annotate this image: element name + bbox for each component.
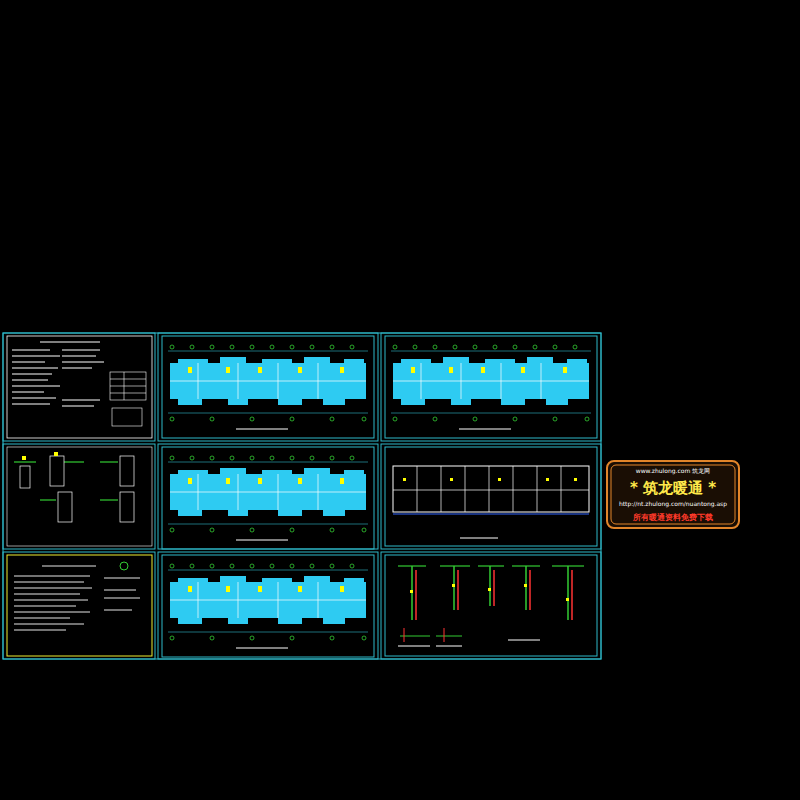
watermark-box: www.zhulong.com 筑龙网 * 筑龙暖通 * http://nt.zhu… (613, 466, 733, 524)
watermark-text: 所有暖通资料免费下载 (633, 513, 713, 522)
watermark-title: * 筑龙暖通 * (630, 480, 716, 497)
watermark-text: http://nt.zhulong.com/nuantong.asp (619, 501, 727, 508)
watermark-text: www.zhulong.com 筑龙网 (636, 468, 710, 475)
